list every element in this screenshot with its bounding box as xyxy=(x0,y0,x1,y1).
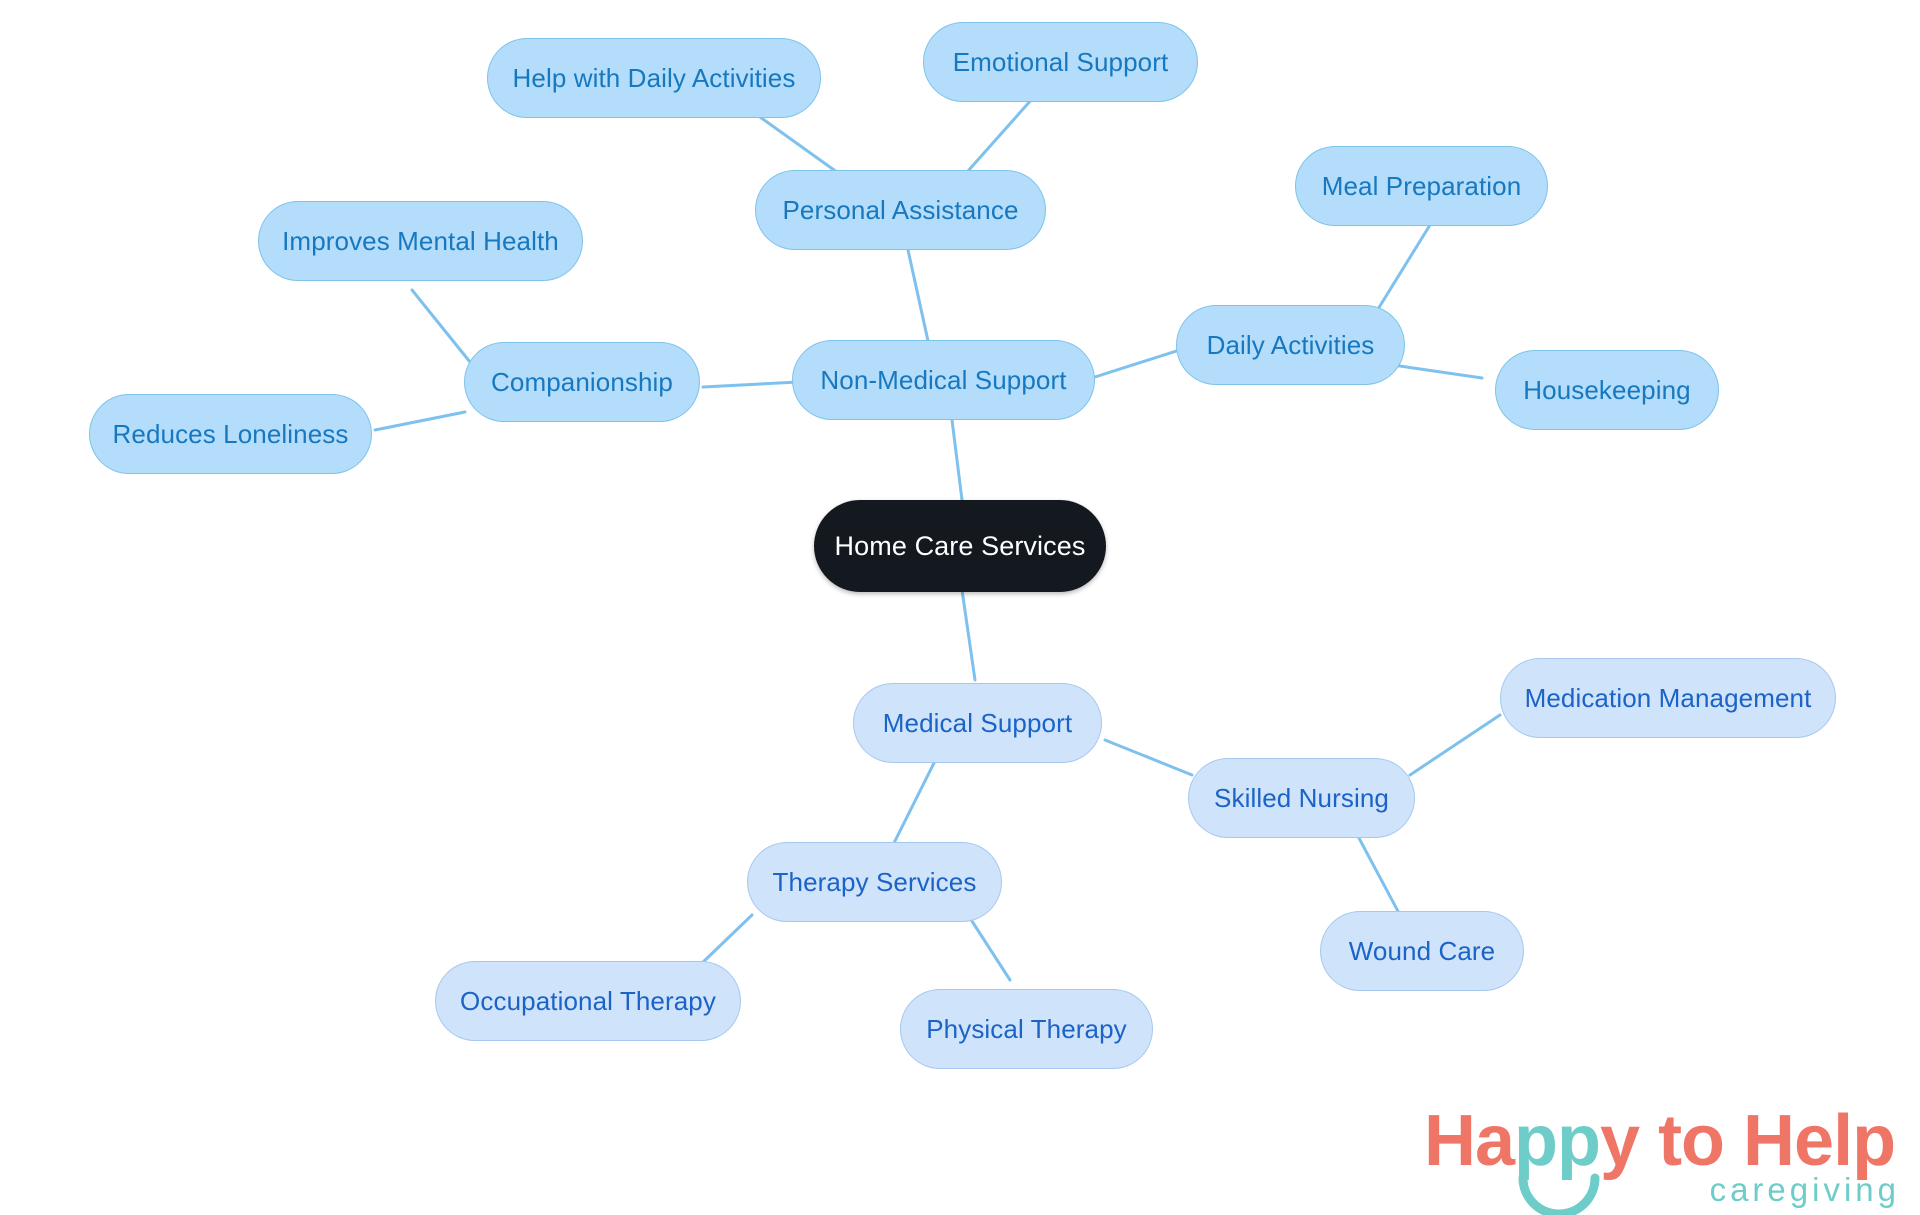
logo-tagline: caregiving xyxy=(1709,1171,1900,1208)
edge-root-non-medical xyxy=(950,418,964,502)
edge-companionship-reduces-loneliness xyxy=(373,410,467,432)
node-housekeeping[interactable]: Housekeeping xyxy=(1495,350,1719,430)
logo-word-pp: pp xyxy=(1514,1101,1601,1181)
edge-medical-therapy-services xyxy=(886,753,940,857)
node-meal-preparation[interactable]: Meal Preparation xyxy=(1295,146,1548,226)
node-reduces-loneliness[interactable]: Reduces Loneliness xyxy=(89,394,372,474)
node-companionship[interactable]: Companionship xyxy=(464,342,700,422)
edge-personal-assistance-emotional-support xyxy=(958,88,1042,182)
edge-non-medical-personal-assistance xyxy=(906,248,932,352)
edge-skilled-nursing-medication-management xyxy=(1408,713,1502,777)
node-non-medical-support[interactable]: Non-Medical Support xyxy=(792,340,1095,420)
logo-wordmark: Happy to Help xyxy=(1424,1105,1896,1177)
node-skilled-nursing[interactable]: Skilled Nursing xyxy=(1188,758,1415,838)
edge-root-medical xyxy=(960,588,977,682)
node-improves-mental-health[interactable]: Improves Mental Health xyxy=(258,201,583,281)
node-medication-management[interactable]: Medication Management xyxy=(1500,658,1836,738)
edge-non-medical-daily-activities xyxy=(1093,345,1191,379)
node-occupational-therapy[interactable]: Occupational Therapy xyxy=(435,961,741,1041)
edge-companionship-improves-mental-health xyxy=(410,288,472,364)
brand-logo: Happy to Help caregiving xyxy=(1424,1105,1904,1215)
smile-icon xyxy=(1518,1173,1600,1215)
node-therapy-services[interactable]: Therapy Services xyxy=(747,842,1002,922)
node-help-with-daily-activities[interactable]: Help with Daily Activities xyxy=(487,38,821,118)
logo-word-tail: y to Help xyxy=(1600,1101,1896,1181)
node-home-care-services[interactable]: Home Care Services xyxy=(814,500,1106,592)
edge-therapy-occupational xyxy=(698,913,754,967)
edge-medical-skilled-nursing xyxy=(1103,738,1194,777)
node-daily-activities[interactable]: Daily Activities xyxy=(1176,305,1405,385)
node-emotional-support[interactable]: Emotional Support xyxy=(923,22,1198,102)
node-physical-therapy[interactable]: Physical Therapy xyxy=(900,989,1153,1069)
edge-non-medical-companionship xyxy=(701,380,800,389)
node-medical-support[interactable]: Medical Support xyxy=(853,683,1102,763)
logo-word-ha: Ha xyxy=(1424,1101,1515,1181)
node-wound-care[interactable]: Wound Care xyxy=(1320,911,1524,991)
edge-therapy-physical xyxy=(966,913,1012,982)
node-personal-assistance[interactable]: Personal Assistance xyxy=(755,170,1046,250)
edge-skilled-nursing-wound-care xyxy=(1350,823,1402,917)
